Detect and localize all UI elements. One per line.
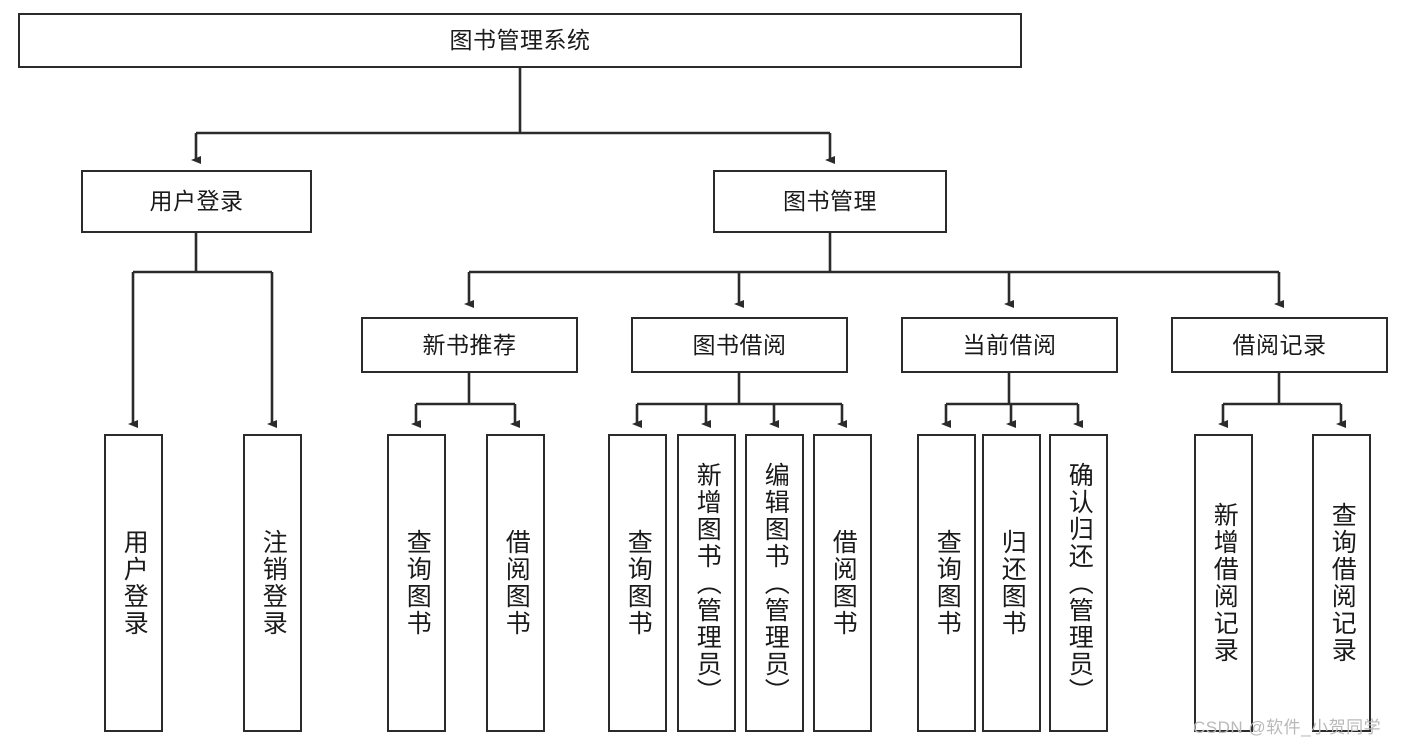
leaf-query-borrow-record[interactable]: 查询借阅记录	[1312, 434, 1371, 732]
node-label: 借阅图书	[502, 529, 531, 637]
leaf-return-book[interactable]: 归还图书	[982, 434, 1041, 732]
leaf-user-login[interactable]: 用户登录	[104, 434, 163, 732]
leaf-add-book-admin[interactable]: 新增图书（管理员）	[677, 434, 736, 732]
node-book-management[interactable]: 图书管理	[713, 170, 947, 233]
node-label: 当前借阅	[962, 331, 1057, 358]
node-label: 查询图书	[624, 529, 653, 637]
leaf-query-book-newbook[interactable]: 查询图书	[387, 434, 446, 732]
leaf-logout[interactable]: 注销登录	[243, 434, 302, 732]
leaf-query-book-borrow[interactable]: 查询图书	[608, 434, 667, 732]
node-label: 新增借阅记录	[1210, 502, 1239, 664]
node-label: 用户登录	[149, 188, 244, 215]
leaf-add-borrow-record[interactable]: 新增借阅记录	[1194, 434, 1253, 732]
node-label: 查询图书	[403, 529, 432, 637]
node-label: 确认归还（管理员）	[1065, 461, 1094, 705]
node-label: 图书管理	[783, 188, 877, 215]
node-label: 归还图书	[998, 529, 1027, 637]
node-label: 图书借阅	[692, 331, 787, 358]
node-new-book-recommend[interactable]: 新书推荐	[361, 317, 578, 373]
node-root-system[interactable]: 图书管理系统	[18, 13, 1022, 68]
node-label: 图书管理系统	[449, 27, 591, 54]
leaf-borrow-book-newbook[interactable]: 借阅图书	[486, 434, 545, 732]
node-label: 查询借阅记录	[1328, 502, 1357, 664]
leaf-query-book-current[interactable]: 查询图书	[917, 434, 976, 732]
node-current-borrow[interactable]: 当前借阅	[901, 317, 1118, 373]
node-label: 新书推荐	[422, 331, 517, 358]
leaf-edit-book-admin[interactable]: 编辑图书（管理员）	[745, 434, 804, 732]
node-user-login[interactable]: 用户登录	[81, 170, 312, 233]
node-label: 用户登录	[120, 529, 149, 637]
node-label: 新增图书（管理员）	[693, 461, 722, 705]
node-label: 编辑图书（管理员）	[761, 461, 790, 705]
node-borrow-record[interactable]: 借阅记录	[1171, 317, 1388, 373]
leaf-confirm-return-admin[interactable]: 确认归还（管理员）	[1049, 434, 1108, 732]
node-label: 注销登录	[259, 529, 288, 637]
node-label: 借阅记录	[1232, 331, 1327, 358]
leaf-borrow-book[interactable]: 借阅图书	[813, 434, 872, 732]
node-label: 查询图书	[933, 529, 962, 637]
node-book-borrow[interactable]: 图书借阅	[631, 317, 848, 373]
node-label: 借阅图书	[829, 529, 858, 637]
